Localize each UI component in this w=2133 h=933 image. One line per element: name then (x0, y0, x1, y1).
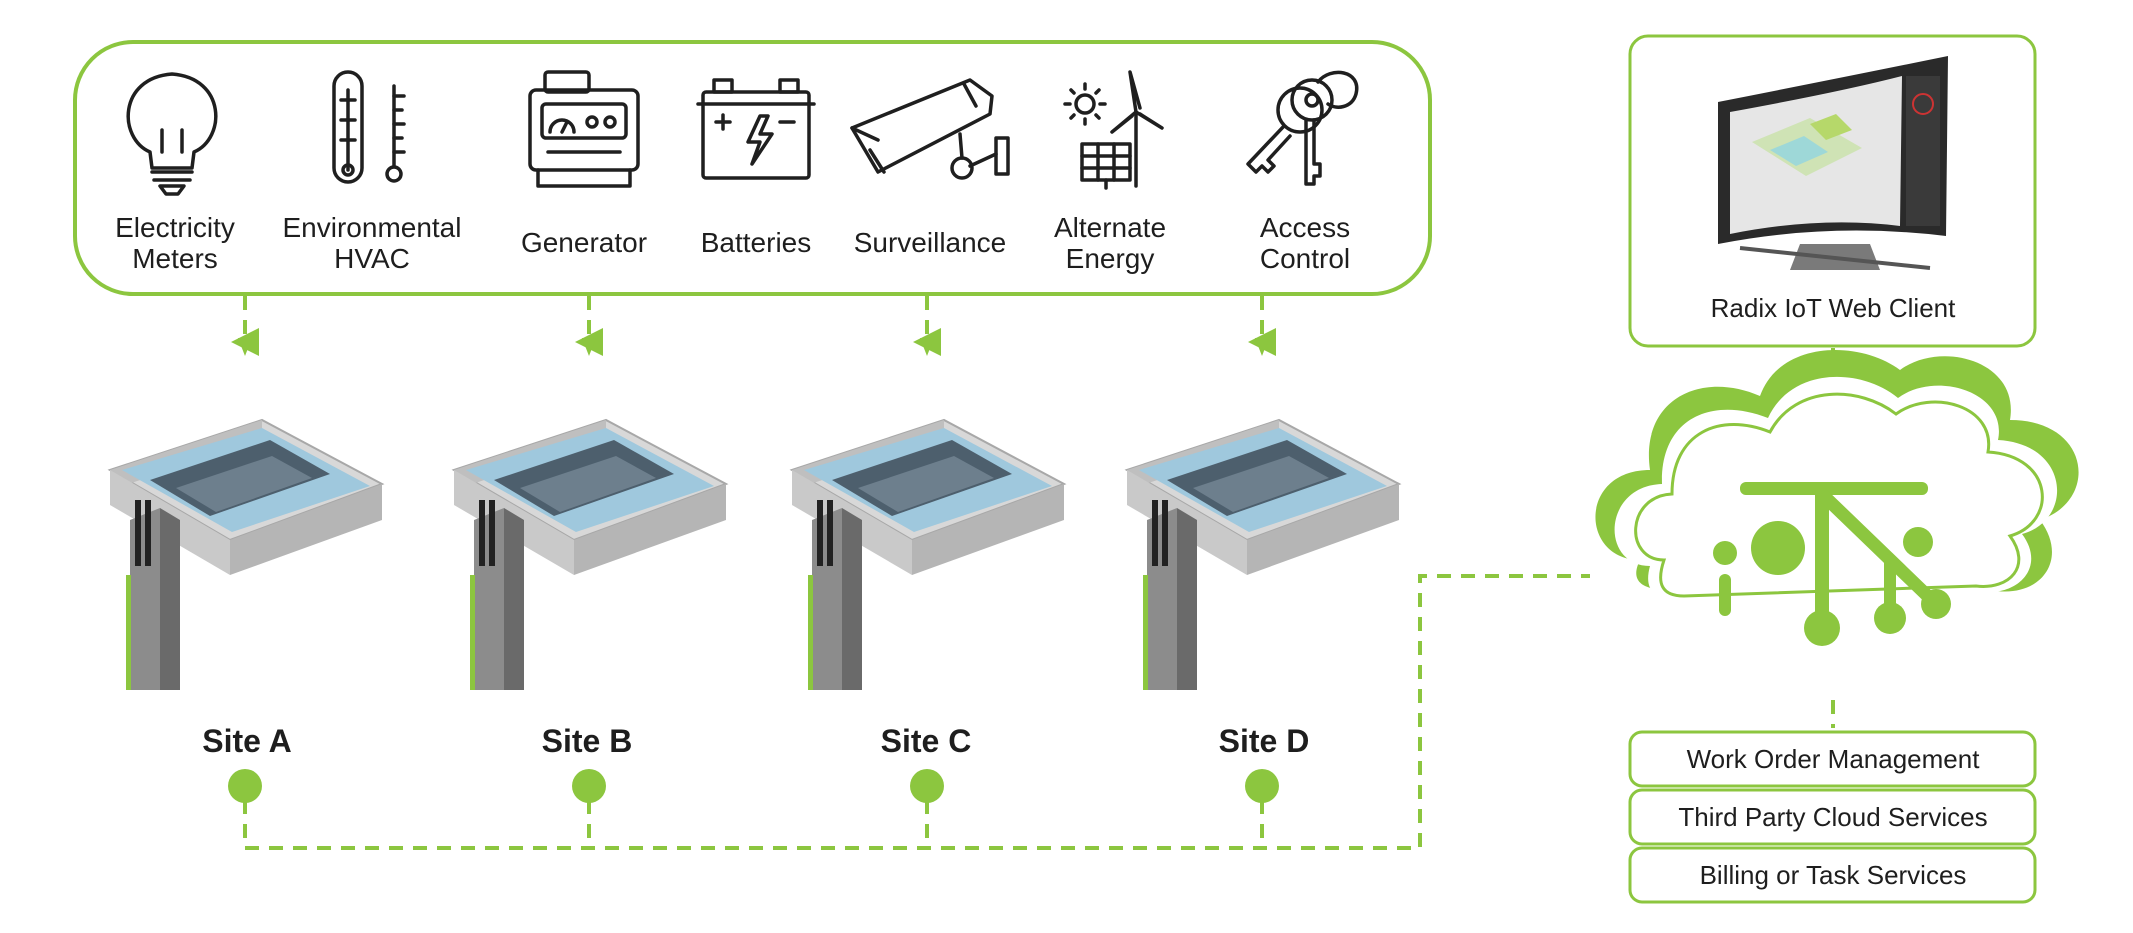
device-label-line1: Environmental (283, 212, 462, 243)
service-label-third-party: Third Party Cloud Services (1678, 802, 1987, 832)
site-d-node (1245, 769, 1279, 803)
service-label-work-order: Work Order Management (1687, 744, 1981, 774)
device-label: Batteries (701, 227, 812, 258)
service-box-third-party (1628, 788, 2037, 846)
security-camera-icon (850, 78, 1010, 180)
site-network-line (243, 574, 1590, 850)
device-label: Generator (521, 227, 647, 258)
lightbulb-icon (126, 72, 218, 196)
service-label-billing: Billing or Task Services (1700, 860, 1967, 890)
wind-solar-icon (1063, 70, 1164, 190)
site-label-a: Site A (202, 723, 292, 759)
generator-icon (528, 70, 640, 188)
site-d-datacenter-illustration (1124, 418, 1402, 690)
device-label-line2: Meters (132, 243, 218, 274)
device-label-line1: Alternate (1054, 212, 1166, 243)
device-label-line2: Control (1260, 243, 1350, 274)
site-a-datacenter-illustration (107, 418, 385, 690)
keys-icon (1246, 70, 1359, 186)
device-label-line2: Energy (1066, 243, 1155, 274)
device-panel (73, 40, 1432, 296)
battery-icon (696, 78, 816, 180)
device-label-line1: Access (1260, 212, 1350, 243)
site-a-node (228, 769, 262, 803)
device-label: Surveillance (854, 227, 1007, 258)
curved-monitor-icon (1718, 56, 1948, 270)
site-b-datacenter-illustration (451, 418, 729, 690)
web-client-label: Radix IoT Web Client (1711, 293, 1956, 323)
device-label-line2: HVAC (334, 243, 410, 274)
site-c-datacenter-illustration (789, 418, 1067, 690)
site-c-node (910, 769, 944, 803)
service-box-billing (1628, 846, 2037, 904)
thermometer-icon (332, 70, 406, 184)
site-label-c: Site C (881, 723, 972, 759)
site-b-node (572, 769, 606, 803)
iot-logo-icon (1713, 482, 1951, 646)
cloud-icon (1595, 350, 2079, 600)
site-label-b: Site B (542, 723, 633, 759)
service-box-work-order (1628, 730, 2037, 788)
device-label-line1: Electricity (115, 212, 235, 243)
site-label-d: Site D (1219, 723, 1310, 759)
